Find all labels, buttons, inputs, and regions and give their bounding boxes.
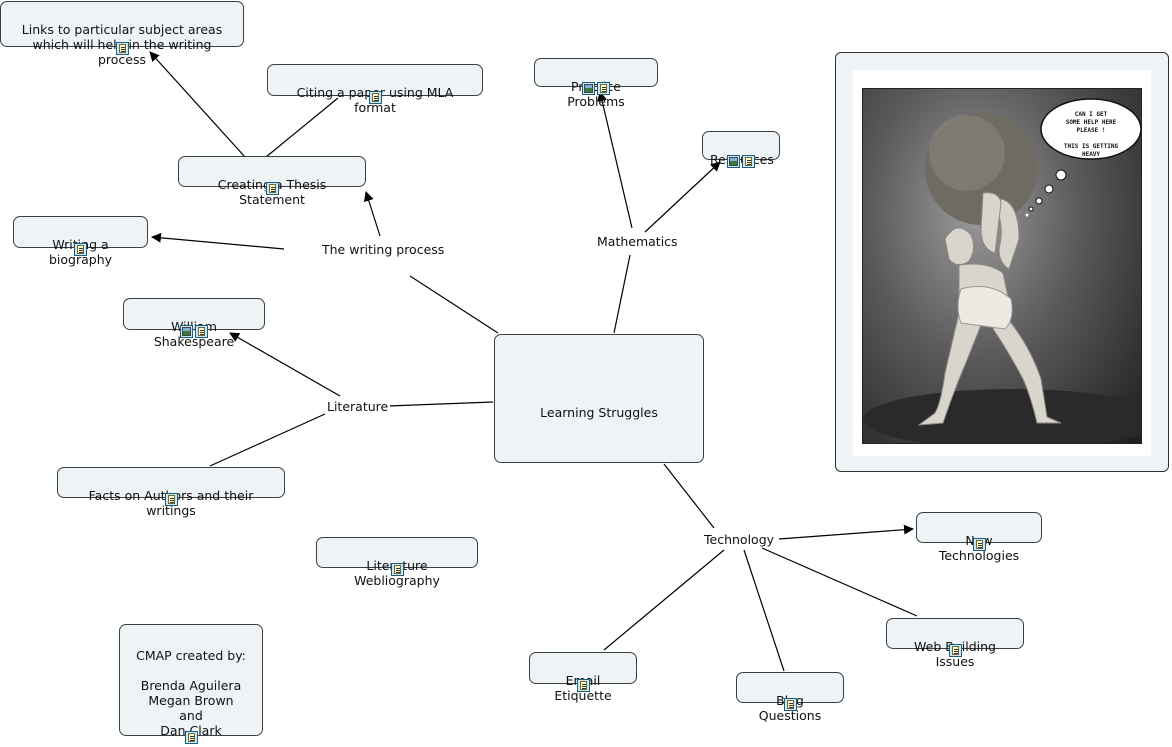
concept-links-subject-areas[interactable]: Links to particular subject areas which …: [0, 1, 244, 47]
concept-email-etiquette[interactable]: Email Etiquette: [529, 652, 637, 684]
image-icon[interactable]: [180, 325, 193, 338]
concept-cmap-credits[interactable]: CMAP created by: Brenda Aguilera Megan B…: [119, 624, 263, 736]
document-icon[interactable]: [116, 42, 129, 55]
document-icon[interactable]: [742, 155, 755, 168]
image-mat: CAN I GET SOME HELP HERE PLEASE ! THIS I…: [853, 70, 1151, 456]
thought-bubble-text: CAN I GET SOME HELP HERE PLEASE ! THIS I…: [1043, 111, 1139, 159]
concept-facts-on-authors[interactable]: Facts on Authors and their writings: [57, 467, 285, 498]
document-icon[interactable]: [74, 243, 87, 256]
phrase-mathematics: Mathematics: [595, 234, 680, 249]
document-icon[interactable]: [973, 538, 986, 551]
concept-practice-problems[interactable]: Practice Problems: [534, 58, 658, 87]
image-icon[interactable]: [582, 82, 595, 95]
document-icon[interactable]: [185, 731, 198, 744]
document-icon[interactable]: [369, 91, 382, 104]
document-icon[interactable]: [195, 325, 208, 338]
document-icon[interactable]: [597, 82, 610, 95]
concept-learning-struggles[interactable]: Learning Struggles: [494, 334, 704, 463]
concept-writing-biography[interactable]: Writing a biography: [13, 216, 148, 248]
document-icon[interactable]: [577, 679, 590, 692]
document-icon[interactable]: [165, 493, 178, 506]
document-icon[interactable]: [784, 698, 797, 711]
document-icon[interactable]: [266, 182, 279, 195]
concept-web-building-issues[interactable]: Web Building Issues: [886, 618, 1024, 649]
concept-blog-questions[interactable]: Blog Questions: [736, 672, 844, 703]
concept-label: Learning Struggles: [540, 405, 658, 420]
concept-label: CMAP created by: Brenda Aguilera Megan B…: [136, 648, 246, 738]
document-icon[interactable]: [949, 644, 962, 657]
image-icon[interactable]: [727, 155, 740, 168]
concept-thesis-statement[interactable]: Creating a Thesis Statement: [178, 156, 366, 187]
illustration: CAN I GET SOME HELP HERE PLEASE ! THIS I…: [863, 89, 1142, 444]
photo-of-man-carrying-boulder: CAN I GET SOME HELP HERE PLEASE ! THIS I…: [862, 88, 1142, 444]
concept-citing-mla[interactable]: Citing a paper using MLA format: [267, 64, 483, 96]
document-icon[interactable]: [391, 563, 404, 576]
concept-resources[interactable]: Resources: [702, 131, 780, 160]
phrase-writing-process: The writing process: [320, 242, 446, 257]
concept-new-technologies[interactable]: New Technologies: [916, 512, 1042, 543]
phrase-literature: Literature: [325, 399, 390, 414]
concept-literature-webliography[interactable]: Literature Webliography: [316, 537, 478, 568]
phrase-technology: Technology: [702, 532, 776, 547]
image-frame[interactable]: CAN I GET SOME HELP HERE PLEASE ! THIS I…: [835, 52, 1169, 472]
concept-william-shakespeare[interactable]: William Shakespeare: [123, 298, 265, 330]
